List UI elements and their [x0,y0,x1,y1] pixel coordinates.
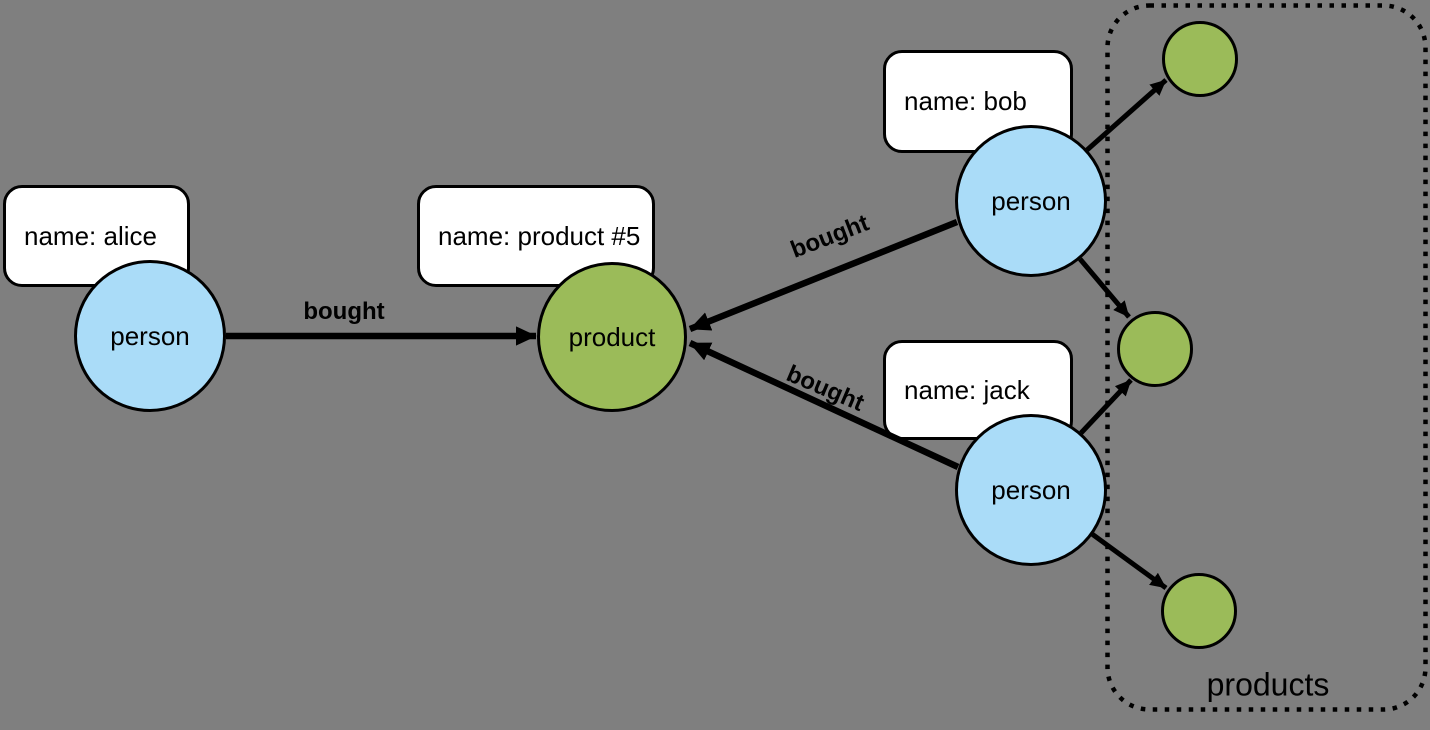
node-label-jack: person [991,474,1071,505]
node-label-alice: person [110,320,190,351]
node-product-small-bottom [1161,573,1237,649]
edge-bob-bought-product [688,218,959,333]
node-person-bob: person [955,125,1107,277]
node-person-alice: person [74,260,226,412]
edge-label-alice-bought: bought [303,298,385,325]
products-group-label: products [1206,666,1330,703]
node-product-5: product [537,262,687,412]
edge-jack-bought-product [688,340,960,470]
node-product-small-middle [1117,311,1193,387]
edge-bob-product-top [1085,78,1168,152]
property-text-bob: name: bob [904,86,1027,116]
node-label-product: product [568,321,656,352]
edge-jack-product-bottom [1090,531,1168,591]
edge-bob-product-middle [1078,257,1131,319]
node-label-bob: person [991,185,1071,216]
property-text-product: name: product #5 [438,220,641,251]
property-text-alice: name: alice [24,220,157,251]
property-box-alice: name: alice [3,185,190,287]
edge-jack-product-middle [1079,378,1133,435]
property-text-jack: name: jack [904,374,1030,405]
node-person-jack: person [955,414,1107,566]
node-product-small-top [1162,21,1238,97]
